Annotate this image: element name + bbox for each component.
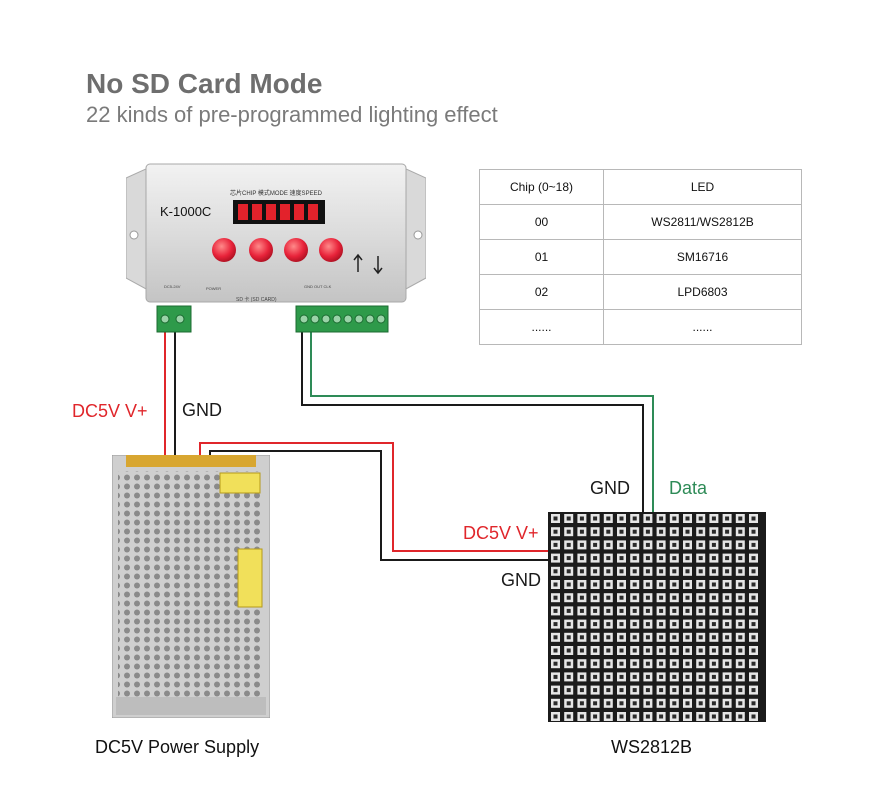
power-supply bbox=[111, 454, 271, 719]
controller-sd-label: SD 卡 (SD CARD) bbox=[236, 297, 277, 303]
mode-button bbox=[249, 238, 273, 262]
matrix-gnd-bottom-label: GND bbox=[501, 570, 541, 590]
page-title: No SD Card Mode bbox=[86, 68, 323, 99]
matrix-vplus-label: DC5V V+ bbox=[463, 523, 539, 543]
psu-caption: DC5V Power Supply bbox=[95, 737, 260, 757]
table-cell-led: LPD6803 bbox=[603, 274, 802, 310]
matrix-caption: WS2812B bbox=[611, 737, 693, 757]
speed-down-button bbox=[319, 238, 343, 262]
svg-text:POWER: POWER bbox=[206, 286, 221, 291]
chip-button bbox=[212, 238, 236, 262]
table-cell-chip: 00 bbox=[479, 204, 604, 240]
controller-model: K-1000C bbox=[160, 204, 212, 219]
table-header-chip: Chip (0~18) bbox=[479, 169, 604, 205]
led-matrix bbox=[548, 512, 766, 722]
table-cell-led: ...... bbox=[603, 309, 802, 345]
psu-red-wire bbox=[199, 442, 552, 552]
table-cell-led: WS2811/WS2812B bbox=[603, 204, 802, 240]
table-header-led: LED bbox=[603, 169, 802, 205]
svg-text:DC5-24V: DC5-24V bbox=[164, 284, 181, 289]
controller-header-text: 芯片CHIP 模式MODE 速度SPEED bbox=[230, 191, 322, 197]
table-cell-chip: ...... bbox=[479, 309, 604, 345]
table-row: 02 LPD6803 bbox=[479, 274, 802, 310]
table-header-row: Chip (0~18) LED bbox=[479, 169, 802, 205]
table-row: 01 SM16716 bbox=[479, 239, 802, 275]
matrix-gnd-top-label: GND bbox=[590, 478, 630, 498]
ctrl-gnd-label: GND bbox=[182, 400, 222, 420]
table-cell-led: SM16716 bbox=[603, 239, 802, 275]
table-cell-chip: 02 bbox=[479, 274, 604, 310]
table-cell-chip: 01 bbox=[479, 239, 604, 275]
data-green-wire bbox=[310, 332, 654, 518]
matrix-data-label: Data bbox=[669, 478, 708, 498]
table-row: 00 WS2811/WS2812B bbox=[479, 204, 802, 240]
table-row: ...... ...... bbox=[479, 309, 802, 345]
controller-device: DC5-24V POWER GND OUT CLK 芯片CHIP 模式MODE … bbox=[125, 160, 427, 310]
page-subtitle: 22 kinds of pre-programmed lighting effe… bbox=[86, 102, 498, 127]
svg-text:GND OUT CLK: GND OUT CLK bbox=[304, 284, 332, 289]
speed-up-button bbox=[284, 238, 308, 262]
data-gnd-black-wire bbox=[301, 332, 644, 518]
chip-led-table: Chip (0~18) LED 00 WS2811/WS2812B 01 SM1… bbox=[479, 169, 802, 345]
ctrl-vplus-label: DC5V V+ bbox=[72, 401, 148, 421]
